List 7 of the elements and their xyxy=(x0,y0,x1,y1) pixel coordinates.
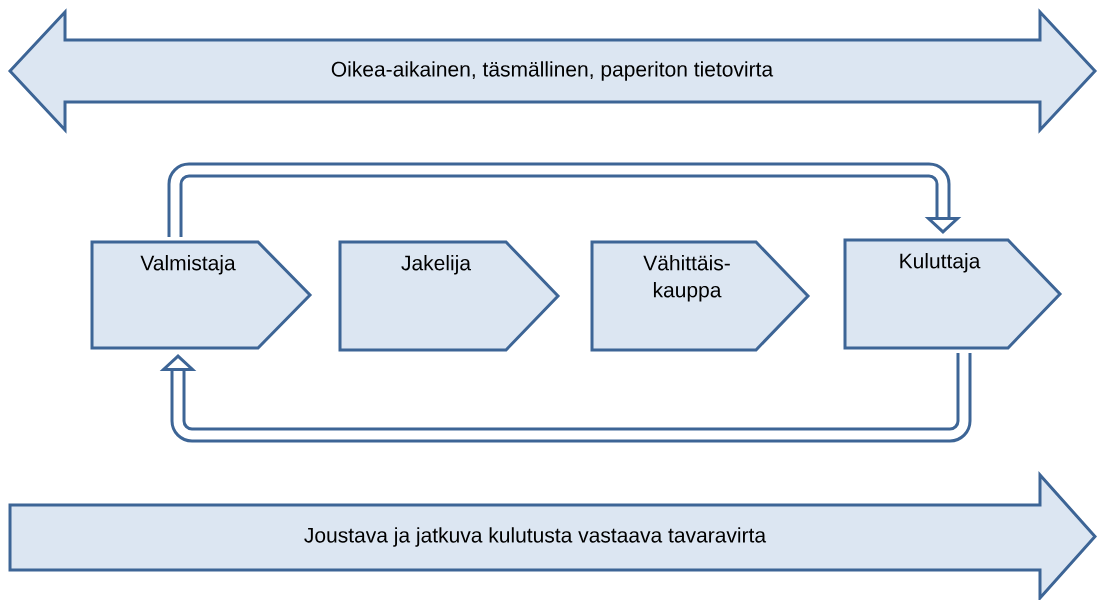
hollow-arrow xyxy=(159,353,972,443)
arrow-band: Joustava ja jatkuva kulutusta vastaava tavaravirta xyxy=(8,471,1097,600)
chevron-box: Valmistaja xyxy=(90,240,313,350)
chevron-box: Kuluttaja xyxy=(843,238,1063,350)
chevron-box: Jakelija xyxy=(338,240,561,352)
hollow-arrow xyxy=(167,162,962,237)
chevron-box: Vähittäis- kauppa xyxy=(590,240,811,352)
